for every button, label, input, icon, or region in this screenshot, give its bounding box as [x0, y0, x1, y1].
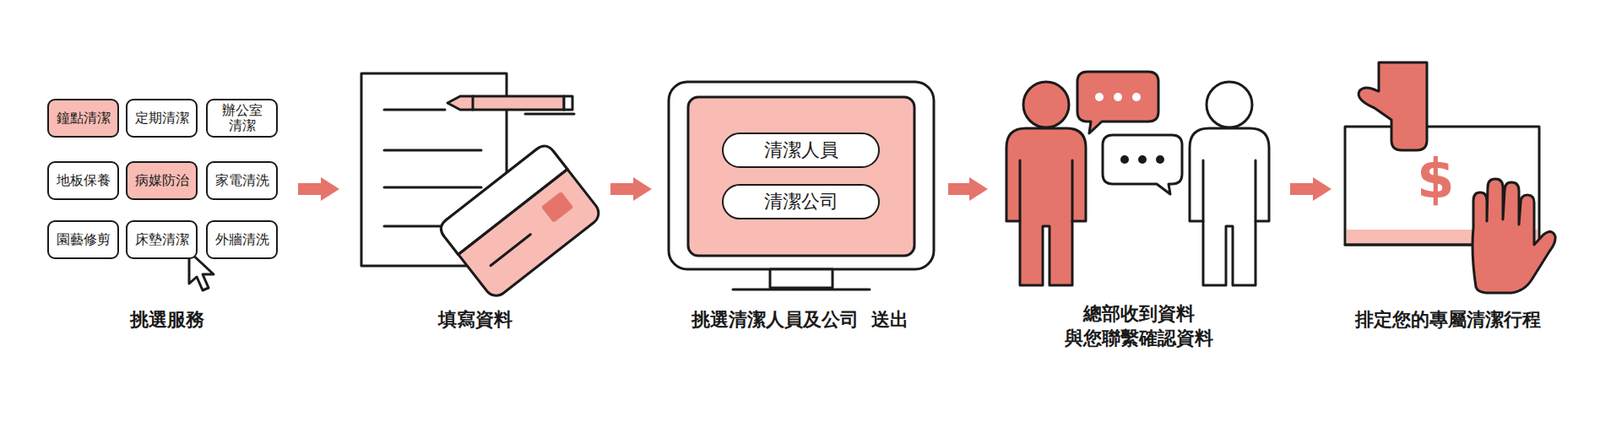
flow-arrow — [298, 177, 340, 201]
step-caption: 排定您的專屬清潔行程 — [1355, 308, 1541, 333]
button-label: 床墊清潔 — [135, 232, 190, 248]
step-caption: 挑選清潔人員及公司 送出 — [691, 308, 909, 333]
process-step: 挑選清潔人員及公司 送出清潔人員清潔公司 — [658, 50, 942, 347]
process-step: 挑選服務 鐘點清潔 定期清潔 辦公室 清潔地板保養 病媒防治 家電清洗園藝修剪 床墊清潔 外牆… — [42, 50, 292, 347]
button-label: 清潔人員 — [764, 137, 839, 163]
credit-card — [437, 141, 604, 301]
step-caption: 挑選服務 — [130, 308, 205, 333]
pen-icon — [447, 96, 573, 110]
button-label: 家電清洗 — [215, 173, 270, 189]
monitor-icon — [668, 81, 934, 290]
button-label: 地板保養 — [56, 173, 111, 189]
person-white — [1189, 81, 1270, 286]
service-button: 外牆清洗 — [206, 220, 278, 260]
service-button: 床墊清潔 — [125, 220, 198, 260]
process-step: 總部收到資料 與您聯繫確認資料 — [994, 50, 1284, 347]
option-button: 清潔人員 — [721, 132, 880, 169]
step-caption: 總部收到資料 與您聯繫確認資料 — [1063, 302, 1215, 351]
flow-arrow — [948, 177, 988, 201]
button-label: 定期清潔 — [135, 110, 190, 126]
button-label: 園藝修剪 — [56, 232, 111, 248]
button-label: 清潔公司 — [764, 189, 839, 215]
button-label: 外牆清洗 — [215, 232, 270, 248]
speech-bubble — [1077, 71, 1183, 195]
person-red — [1006, 81, 1086, 286]
service-button: 辦公室 清潔 — [206, 98, 278, 138]
button-label: 病媒防治 — [135, 173, 190, 189]
payment-card — [1345, 62, 1556, 293]
button-label: 鐘點清潔 — [56, 110, 111, 126]
flow-arrow — [610, 177, 652, 201]
service-button: 鐘點清潔 — [47, 98, 120, 138]
button-label: 辦公室 清潔 — [212, 103, 272, 135]
service-button: 園藝修剪 — [47, 220, 120, 260]
process-step: 填寫資料 — [346, 50, 604, 347]
service-button: 病媒防治 — [125, 161, 198, 201]
service-button: 家電清洗 — [206, 161, 278, 201]
dollar-sign: $ — [1416, 151, 1455, 207]
service-button: 定期清潔 — [125, 98, 198, 138]
option-button: 清潔公司 — [721, 184, 880, 220]
flow-arrow — [1290, 177, 1332, 201]
service-button: 地板保養 — [47, 161, 120, 201]
step-caption: 填寫資料 — [438, 308, 513, 333]
